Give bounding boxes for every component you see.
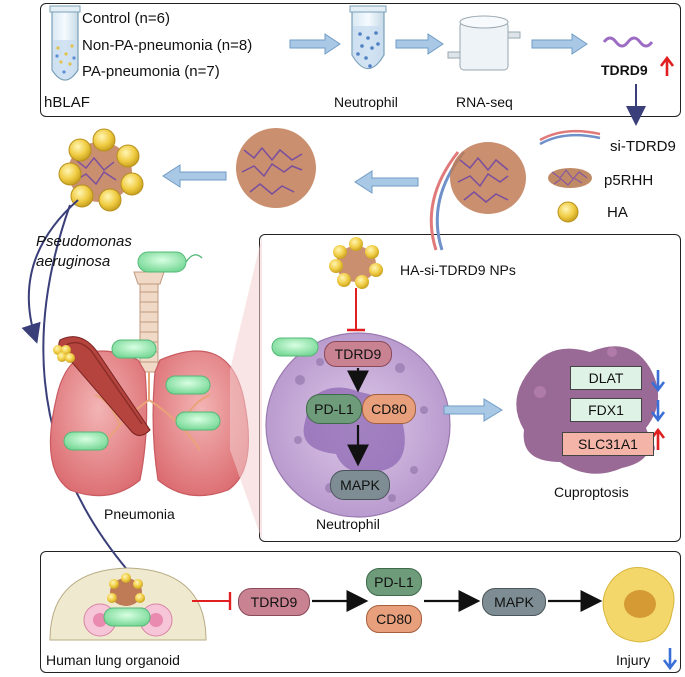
node-tdrd9: TDRD9 (324, 341, 392, 367)
cuproptosis-label: Cuproptosis (554, 484, 629, 500)
polyplex-icon (236, 128, 316, 208)
bacteria-label: Pseudomonas aeruginosa (36, 233, 132, 270)
bottom-node-cd80: CD80 (366, 605, 422, 633)
rnaseq-label: RNA-seq (456, 94, 513, 110)
np-label: HA-si-TDRD9 NPs (400, 262, 516, 278)
ha-sitdrd9-np-icon (329, 237, 383, 289)
injury-label: Injury (616, 652, 651, 668)
slc31a1-up-arrow-icon (650, 427, 666, 450)
bottom-node-tdrd9: TDRD9 (238, 588, 310, 616)
lung-illustration (49, 271, 249, 497)
organoid-icon (49, 567, 207, 641)
tdrd9-up-arrow-icon (659, 55, 675, 76)
ha-legend-icon (557, 201, 579, 223)
tdrd9-gene-label: TDRD9 (601, 62, 648, 78)
injury-down-arrow-icon (662, 648, 678, 671)
sequencer-icon (447, 15, 521, 71)
neutrophil-label-top: Neutrophil (334, 94, 398, 110)
group-control: Control (n=6) (82, 10, 170, 27)
block-arrow-5 (162, 164, 227, 188)
block-arrow-3 (531, 33, 588, 55)
marker-dlat: DLAT (570, 366, 642, 390)
hblaf-label: hBLAF (44, 94, 90, 111)
legend-ha-label: HA (607, 204, 628, 221)
bacteria-icons (63, 251, 221, 451)
p5rhh-legend-icon (548, 168, 592, 188)
fdx1-down-arrow-icon (650, 400, 666, 423)
organoid-panel (40, 551, 681, 673)
hblaf-tube-icon (49, 5, 81, 81)
sirna-polymer-complex-icon (429, 142, 526, 251)
node-pdl1: PD-L1 (306, 394, 362, 424)
neutrophil-tube-icon (349, 5, 387, 70)
top-panel (40, 3, 681, 117)
block-arrow-6 (443, 398, 503, 422)
bottom-node-mapk: MAPK (482, 588, 546, 616)
legend-p5rhh-label: p5RHH (604, 172, 654, 189)
pneumonia-label: Pneumonia (104, 506, 175, 522)
node-cd80: CD80 (362, 394, 416, 424)
marker-slc31a1: SLC31A1 (562, 432, 654, 456)
legend-sirna-label: si-TDRD9 (610, 138, 676, 155)
block-arrow-4 (354, 170, 419, 194)
organoid-label: Human lung organoid (46, 652, 180, 668)
ha-nanoparticle-icon (58, 128, 144, 212)
sirna-legend-icon (539, 129, 601, 146)
marker-fdx1: FDX1 (570, 398, 642, 422)
mrna-icon (602, 36, 654, 48)
neutrophil-label-cell: Neutrophil (316, 516, 380, 532)
dlat-down-arrow-icon (650, 370, 666, 393)
block-arrow-1 (289, 33, 341, 55)
block-arrow-2 (395, 33, 444, 55)
bottom-node-pdl1: PD-L1 (366, 568, 422, 596)
group-pa: PA-pneumonia (n=7) (82, 63, 220, 80)
group-non-pa: Non-PA-pneumonia (n=8) (82, 37, 253, 54)
node-mapk: MAPK (330, 470, 390, 500)
